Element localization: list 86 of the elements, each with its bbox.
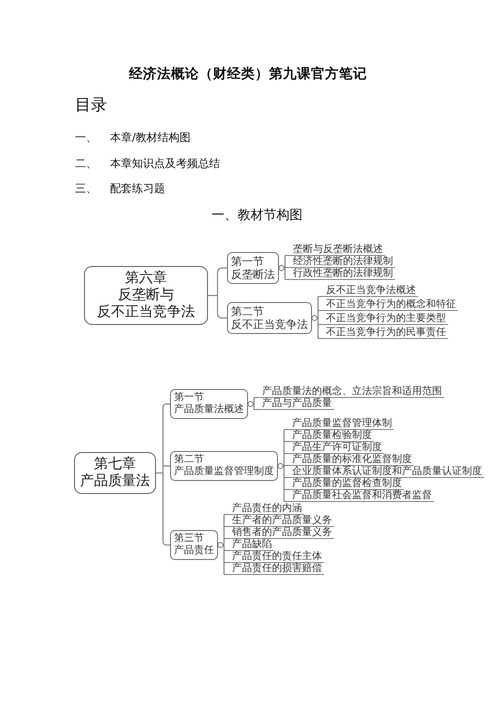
subtopic-text: 产品责任的损害赔偿 <box>228 563 324 575</box>
toc-item: 本章知识点及考频总结 <box>110 157 220 170</box>
section-box <box>227 252 279 284</box>
subtopic-text: 不正当竞争行为的民事责任 <box>322 327 448 339</box>
branch-line <box>318 338 322 339</box>
chapter-title: 产品质量法 <box>80 473 150 490</box>
chapter-number: 第七章 <box>94 456 136 473</box>
branch-line <box>284 279 290 280</box>
branch-line <box>284 465 288 466</box>
branch-line <box>312 296 318 339</box>
subtopic-text: 产品质量社会监督和消费者监督 <box>288 490 434 502</box>
branch-line <box>224 538 228 539</box>
branch-line <box>284 477 288 478</box>
subtopic-text: 产品质量法的概念、立法宗旨和适用范围 <box>258 386 444 398</box>
subtopic-text: 销售者的产品质量义务 <box>228 527 334 539</box>
subtopic-text: 产品质量的标准化监督制度 <box>288 454 414 466</box>
section-box <box>227 302 312 334</box>
branch-line <box>224 526 228 527</box>
list-number: 二、 <box>75 157 97 170</box>
subtopic-text: 垄断与反垄断法概述 <box>289 244 385 256</box>
branch-line <box>284 489 288 490</box>
branch-line <box>162 541 170 546</box>
chapter-box <box>74 452 156 494</box>
subtopic-text: 不正当竞争行为的主要类型 <box>322 313 448 325</box>
branch-line <box>284 255 290 256</box>
toc-item: 配套练习题 <box>110 182 165 196</box>
branch-line <box>224 562 228 563</box>
subtopic-text: 产品责任的内涵 <box>228 503 304 515</box>
section-title: 产品质量监督管理制度 <box>174 466 274 478</box>
subtopic-text: 产品生产许可证制度 <box>288 442 384 454</box>
branch-line <box>224 550 228 551</box>
branch-line <box>254 397 258 398</box>
list-number: 三、 <box>75 182 97 196</box>
section-number: 第二节 <box>231 305 264 318</box>
branch-line <box>284 453 288 454</box>
section-number: 第三节 <box>174 533 204 544</box>
section-number: 第一节 <box>174 392 204 404</box>
section-number: 第二节 <box>174 454 204 466</box>
section-number: 第一节 <box>231 255 264 268</box>
chapter-title: 反不正当竞争法 <box>97 304 195 321</box>
section-box <box>170 389 248 419</box>
branch-line <box>318 324 322 325</box>
section-box <box>170 530 218 560</box>
subtopic-text: 生产者的产品质量义务 <box>228 515 334 527</box>
section-title: 反不正当竞争法 <box>231 318 308 331</box>
branch-line <box>318 296 322 297</box>
branch-line <box>162 404 170 408</box>
branch-line <box>284 429 288 430</box>
branch-line <box>284 501 288 502</box>
subtopic-text: 产品责任的责任主体 <box>228 551 324 563</box>
subtopic-text: 产品质量检验制度 <box>288 430 374 442</box>
section-title: 产品质量法概述 <box>174 404 244 416</box>
toc-item: 本章/教材结构图 <box>110 131 191 144</box>
section-title: 产品责任 <box>174 545 214 557</box>
branch-line <box>318 310 322 311</box>
chapter-title: 反垄断与 <box>118 287 174 304</box>
subtopic-text: 产品质量监督管理体制 <box>288 418 394 430</box>
subtopic-text: 产品缺陷 <box>228 539 274 551</box>
branch-line <box>208 272 218 314</box>
branch-line <box>224 514 228 515</box>
branch-line <box>248 397 254 410</box>
list-number: 一、 <box>75 131 97 144</box>
branch-line <box>278 429 284 502</box>
subtopic-text: 企业质量体系认证制度和产品质量认证制度 <box>288 466 484 478</box>
subtopic-text: 经济性垄断的法律规制 <box>289 256 395 268</box>
branch-line <box>156 407 164 542</box>
subtopic-text: 行政性垄断的法律规制 <box>289 268 395 280</box>
subtopic-text: 产品质量的监督检查制度 <box>288 478 404 490</box>
branch-line <box>217 268 228 274</box>
chapter-number: 第六章 <box>125 270 167 287</box>
branch-line <box>217 312 228 318</box>
section-heading: 一、教材节构图 <box>212 208 302 224</box>
chapter-box <box>84 266 208 325</box>
branch-line <box>278 255 286 280</box>
toc-heading: 目录 <box>75 95 107 114</box>
branch-line <box>254 409 258 410</box>
subtopic-text: 反不正当竞争法概述 <box>322 285 418 297</box>
branch-line <box>284 441 288 442</box>
branch-line <box>284 267 290 268</box>
subtopic-text: 不正当竞争行为的概念和特征 <box>322 299 458 311</box>
branch-line <box>218 514 224 575</box>
branch-line <box>224 574 228 575</box>
section-box <box>170 451 278 481</box>
subtopic-text: 产品与产品质量 <box>258 398 334 410</box>
page-title: 经济法概论（财经类）第九课官方笔记 <box>129 65 367 83</box>
section-title: 反垄断法 <box>231 268 275 281</box>
